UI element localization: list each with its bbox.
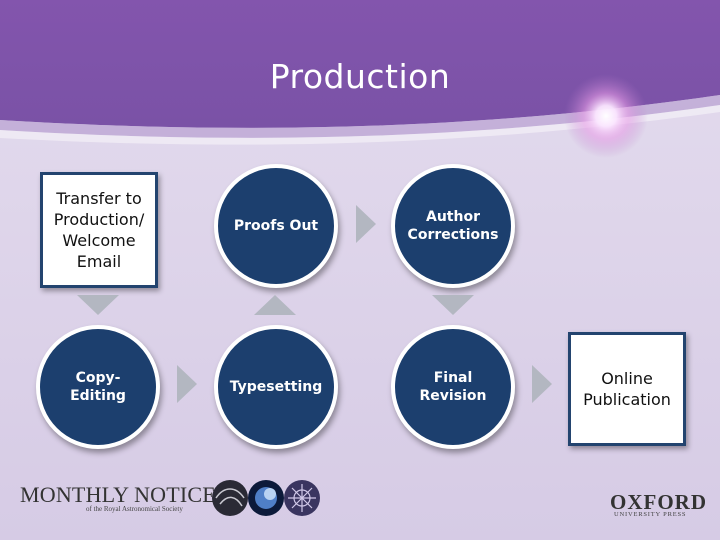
arrow-right-icon — [532, 365, 552, 403]
arrow-down-icon — [77, 295, 119, 315]
royal-astronomical-society-text: of the Royal Astronomical Society — [86, 505, 183, 513]
copy-editing-node: Copy-Editing — [36, 325, 160, 449]
arrow-right-icon — [177, 365, 197, 403]
university-press-text: UNIVERSITY PRESS — [614, 511, 686, 518]
typesetting-node: Typesetting — [214, 325, 338, 449]
author-corrections-label: Author Corrections — [395, 208, 511, 244]
proofs-out-node: Proofs Out — [214, 164, 338, 288]
slide-title: Production — [0, 57, 720, 96]
arrow-up-icon — [254, 295, 296, 315]
typesetting-label: Typesetting — [230, 378, 323, 396]
online-publication-label: Online Publication — [579, 368, 675, 410]
final-revision-label: Final Revision — [418, 369, 488, 405]
final-revision-node: Final Revision — [391, 325, 515, 449]
author-corrections-node: Author Corrections — [391, 164, 515, 288]
proofs-out-label: Proofs Out — [234, 217, 318, 235]
arrow-down-icon — [432, 295, 474, 315]
transfer-to-production-node: Transfer to Production/ Welcome Email — [40, 172, 158, 288]
astronomy-logo-circles — [210, 478, 330, 523]
arrow-right-icon — [356, 205, 376, 243]
copy-editing-label: Copy-Editing — [63, 369, 133, 405]
online-publication-node: Online Publication — [568, 332, 686, 446]
transfer-to-production-label: Transfer to Production/ Welcome Email — [43, 188, 155, 272]
